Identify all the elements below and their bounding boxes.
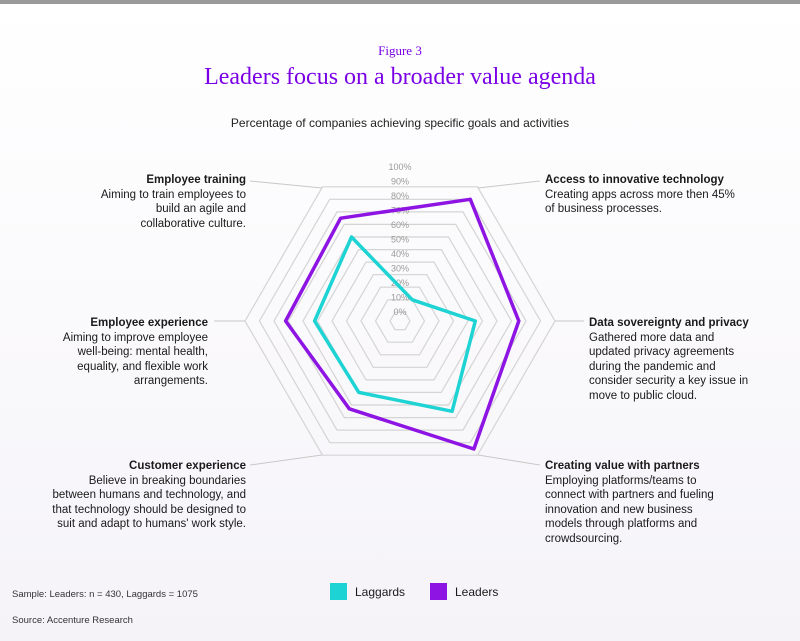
sample-note: Sample: Leaders: n = 430, Laggards = 107… bbox=[12, 589, 198, 600]
series-laggards bbox=[312, 235, 478, 414]
series-leaders bbox=[283, 197, 521, 451]
goal-description: Gathered more data and updated privacy a… bbox=[589, 331, 749, 402]
goal-heading: Employee training bbox=[146, 174, 246, 186]
goal-heading: Data sovereignty and privacy bbox=[589, 317, 749, 329]
leader-line bbox=[249, 454, 323, 466]
grid-ring bbox=[258, 198, 542, 444]
goal-description: Aiming to train employees to build an ag… bbox=[100, 188, 246, 230]
grid-ring bbox=[374, 299, 426, 343]
goal-access-innovative-technology: Access to innovative technology Creating… bbox=[545, 173, 745, 217]
grid-ring bbox=[360, 286, 440, 356]
laggards-swatch bbox=[330, 583, 347, 600]
goal-heading: Customer experience bbox=[129, 460, 246, 472]
goal-description: Creating apps across more then 45% of bu… bbox=[545, 188, 735, 216]
goal-employee-experience: Employee experience Aiming to improve em… bbox=[40, 316, 208, 389]
legend-item-leaders: Leaders bbox=[430, 583, 498, 600]
goal-heading: Access to innovative technology bbox=[545, 174, 724, 186]
leaders-swatch bbox=[430, 583, 447, 600]
goal-data-sovereignty-privacy: Data sovereignty and privacy Gathered mo… bbox=[589, 316, 759, 403]
goal-description: Employing platforms/teams to connect wit… bbox=[545, 474, 714, 545]
goal-heading: Employee experience bbox=[90, 317, 208, 329]
top-border bbox=[0, 0, 800, 4]
leader-line bbox=[477, 454, 541, 466]
leader-line bbox=[249, 180, 323, 189]
grid-ring bbox=[345, 274, 455, 368]
chart-title: Leaders focus on a broader value agenda bbox=[204, 64, 596, 90]
tick-label: 20% bbox=[391, 278, 409, 288]
tick-label: 40% bbox=[391, 249, 409, 259]
leader-line bbox=[477, 180, 541, 189]
tick-label: 0% bbox=[393, 307, 406, 317]
goal-employee-training: Employee training Aiming to train employ… bbox=[96, 173, 246, 231]
tick-label: 30% bbox=[391, 264, 409, 274]
source-note: Source: Accenture Research bbox=[12, 615, 133, 626]
tick-label: 10% bbox=[391, 293, 409, 303]
grid-ring bbox=[389, 311, 411, 331]
legend-item-laggards: Laggards bbox=[330, 583, 405, 600]
goal-creating-value-partners: Creating value with partners Employing p… bbox=[545, 459, 725, 546]
tick-label: 60% bbox=[391, 220, 409, 230]
goal-heading: Creating value with partners bbox=[545, 460, 700, 472]
goal-description: Aiming to improve employee well-being: m… bbox=[62, 331, 208, 388]
grid-ring bbox=[287, 223, 513, 419]
tick-label: 90% bbox=[391, 177, 409, 187]
tick-label: 80% bbox=[391, 191, 409, 201]
goal-customer-experience: Customer experience Believe in breaking … bbox=[48, 459, 246, 532]
grid-ring bbox=[273, 211, 527, 431]
legend-label: Leaders bbox=[455, 584, 499, 599]
legend-label: Laggards bbox=[355, 584, 406, 599]
chart-subtitle: Percentage of companies achieving specif… bbox=[230, 116, 570, 130]
grid-ring bbox=[331, 261, 469, 381]
tick-label: 50% bbox=[391, 235, 409, 245]
tick-label: 100% bbox=[388, 162, 411, 172]
figure-label: Figure 3 bbox=[378, 43, 422, 58]
goal-description: Believe in breaking boundaries between h… bbox=[52, 474, 246, 531]
